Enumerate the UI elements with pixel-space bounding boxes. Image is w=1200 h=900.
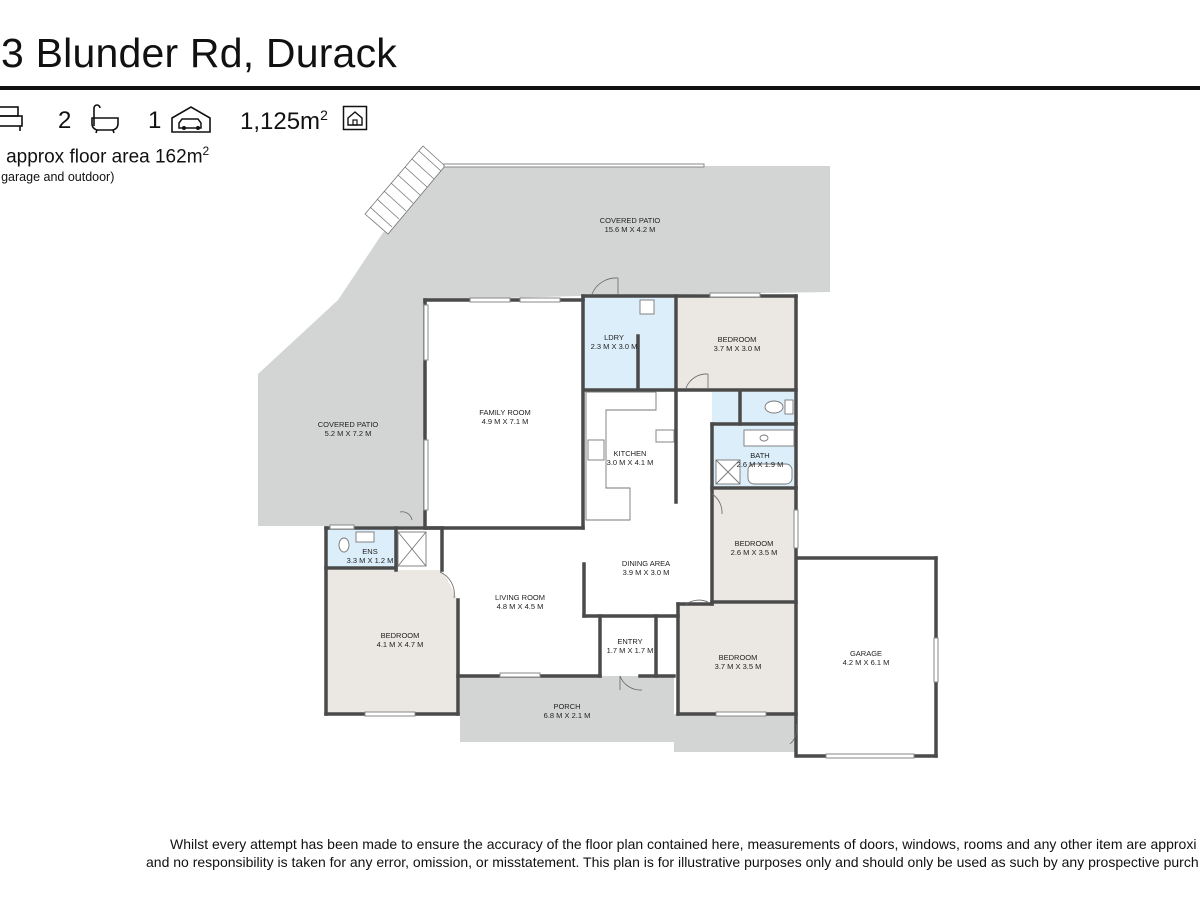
room-size-label: 3.9 M X 3.0 M xyxy=(623,568,670,577)
page-title: 93 Blunder Rd, Durack xyxy=(0,30,397,76)
room-size-label: 4.1 M X 4.7 M xyxy=(377,640,424,649)
room-name-label: DINING AREA xyxy=(622,559,670,568)
bedroom-top-right-area xyxy=(678,296,796,390)
room-size-label: 3.0 M X 4.1 M xyxy=(607,458,654,467)
room-size-label: 2.6 M X 1.9 M xyxy=(737,460,784,469)
land-home-icon xyxy=(342,104,368,137)
room-labels: COVERED PATIO 15.6 M X 4.2 M COVERED PAT… xyxy=(318,216,890,720)
porch-area xyxy=(460,676,674,742)
porch-step-area xyxy=(674,714,796,752)
room-size-label: 15.6 M X 4.2 M xyxy=(605,225,656,234)
room-size-label: 3.7 M X 3.0 M xyxy=(714,344,761,353)
room-name-label: GARAGE xyxy=(850,649,882,658)
laundry-area xyxy=(584,296,676,390)
disclaimer-line-1: Whilst every attempt has been made to en… xyxy=(170,836,1197,852)
room-size-label: 4.2 M X 6.1 M xyxy=(843,658,890,667)
bed-icon xyxy=(0,104,24,139)
floor-area-note: ding garage and outdoor) xyxy=(0,170,115,184)
room-size-label: 4.9 M X 7.1 M xyxy=(482,417,529,426)
room-size-label: 3.3 M X 1.2 M xyxy=(347,556,394,565)
disclaimer-line-2: and no responsibility is taken for any e… xyxy=(146,854,1199,870)
room-name-label: ENTRY xyxy=(617,637,642,646)
bedroom-mid-right-area xyxy=(712,490,796,602)
covered-patio-top-area xyxy=(338,166,830,300)
bedroom-bottom-right-area xyxy=(678,604,796,714)
room-name-label: LIVING ROOM xyxy=(495,593,545,602)
room-size-label: 4.8 M X 4.5 M xyxy=(497,602,544,611)
room-name-label: BEDROOM xyxy=(719,653,758,662)
title-divider xyxy=(0,86,1200,90)
room-name-label: ENS xyxy=(362,547,377,556)
room-size-label: 5.2 M X 7.2 M xyxy=(325,429,372,438)
room-name-label: BEDROOM xyxy=(735,539,774,548)
bath-icon xyxy=(90,104,120,139)
patio-steps xyxy=(364,145,446,235)
garage-car-icon xyxy=(170,104,212,139)
room-size-label: 1.7 M X 1.7 M xyxy=(607,646,654,655)
room-name-label: BATH xyxy=(750,451,769,460)
room-name-label: BEDROOM xyxy=(718,335,757,344)
room-name-label: KITCHEN xyxy=(614,449,647,458)
room-name-label: BEDROOM xyxy=(381,631,420,640)
room-size-label: 6.8 M X 2.1 M xyxy=(544,711,591,720)
covered-patio-left-area xyxy=(258,300,425,526)
room-name-label: COVERED PATIO xyxy=(600,216,661,225)
room-name-label: PORCH xyxy=(553,702,580,711)
room-name-label: LDRY xyxy=(604,333,624,342)
floor-area: al approx floor area 162m2 xyxy=(0,144,210,168)
room-size-label: 2.6 M X 3.5 M xyxy=(731,548,778,557)
bedroom-master-area xyxy=(326,570,458,714)
car-space-count: 1 xyxy=(148,107,162,134)
room-size-label: 3.7 M X 3.5 M xyxy=(715,662,762,671)
room-size-label: 2.3 M X 3.0 M xyxy=(591,342,638,351)
room-name-label: FAMILY ROOM xyxy=(479,408,530,417)
room-name-label: COVERED PATIO xyxy=(318,420,379,429)
land-size: 1,125m2 xyxy=(240,107,328,135)
bathroom-count: 2 xyxy=(58,107,72,134)
